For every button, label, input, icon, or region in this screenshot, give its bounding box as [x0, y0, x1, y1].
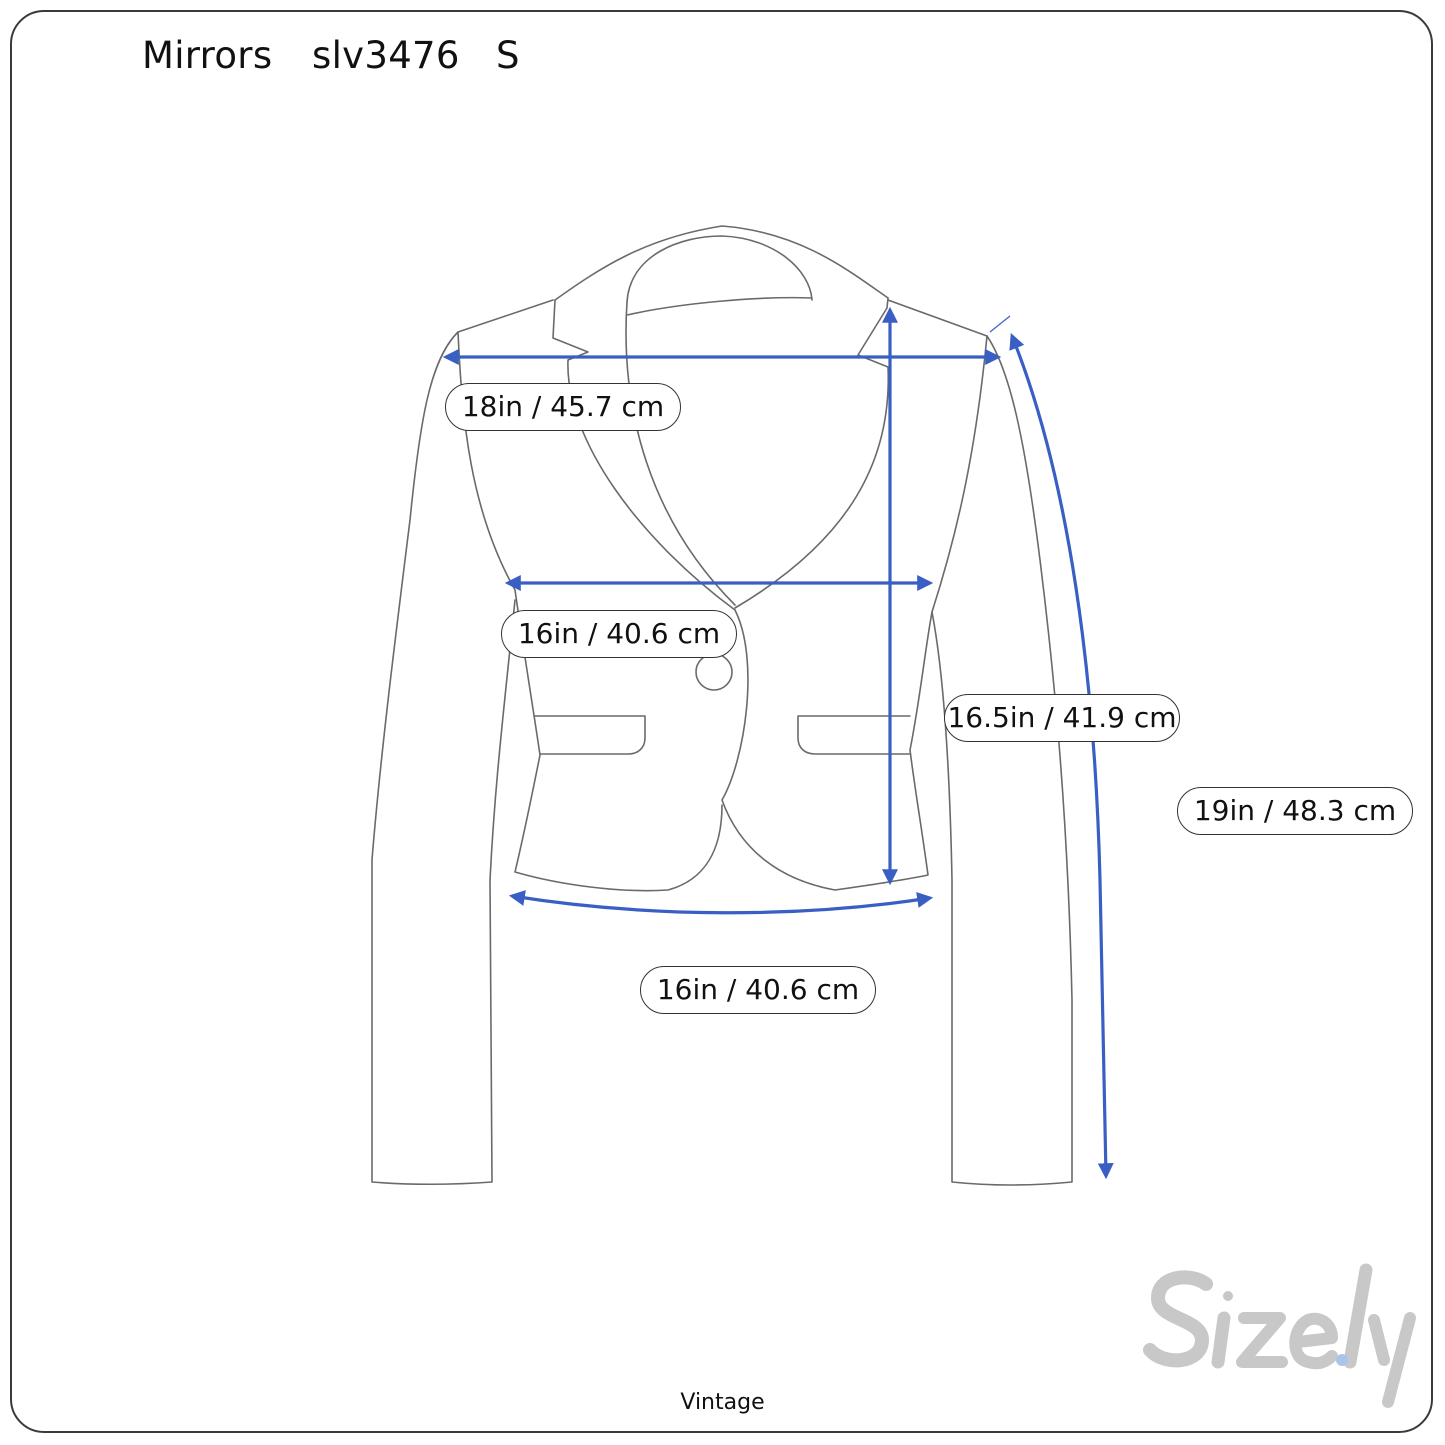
logo-letter-l [1343, 1263, 1373, 1369]
logo-i-dot [1223, 1291, 1233, 1301]
body-left-contour [457, 331, 723, 892]
length-measurement-label: 16.5in / 41.9 cm [944, 694, 1180, 742]
logo-letter-y [1368, 1312, 1416, 1408]
button [695, 653, 733, 691]
left-sleeve [371, 331, 516, 1186]
waist-measurement-label: 16in / 40.6 cm [501, 610, 737, 658]
body-front-curve [721, 299, 988, 891]
logo-dot [1336, 1354, 1348, 1366]
diagram-frame [10, 10, 1433, 1433]
right-pocket [797, 715, 911, 755]
body-left-side [457, 299, 554, 333]
footer-vintage-label: Vintage [680, 1390, 765, 1415]
sleeve-measurement-label: 19in / 48.3 cm [1177, 787, 1413, 835]
logo-letter-s [1143, 1270, 1213, 1368]
hem-measurement-label: 16in / 40.6 cm [640, 966, 876, 1014]
logo-letter-e [1289, 1312, 1338, 1370]
sleeve-tick [989, 315, 1011, 333]
logo-letter-z [1236, 1312, 1288, 1368]
measurement-arrows [442, 306, 1114, 1180]
logo-letter-i [1211, 1311, 1231, 1369]
sizely-logo [1143, 1263, 1416, 1408]
shoulder-measurement-label: 18in / 45.7 cm [445, 383, 681, 431]
product-sku: slv3476 [312, 34, 460, 77]
brand-name: Mirrors [142, 34, 273, 77]
neckline [626, 296, 813, 316]
hem-arrow [508, 890, 934, 915]
left-lapel-inner [625, 301, 736, 606]
collar-inner [626, 235, 813, 303]
collar-back [554, 225, 889, 301]
product-size: S [496, 34, 520, 77]
right-lapel [734, 297, 890, 609]
left-pocket [533, 715, 646, 755]
sleeve-arrow [1009, 333, 1114, 1180]
